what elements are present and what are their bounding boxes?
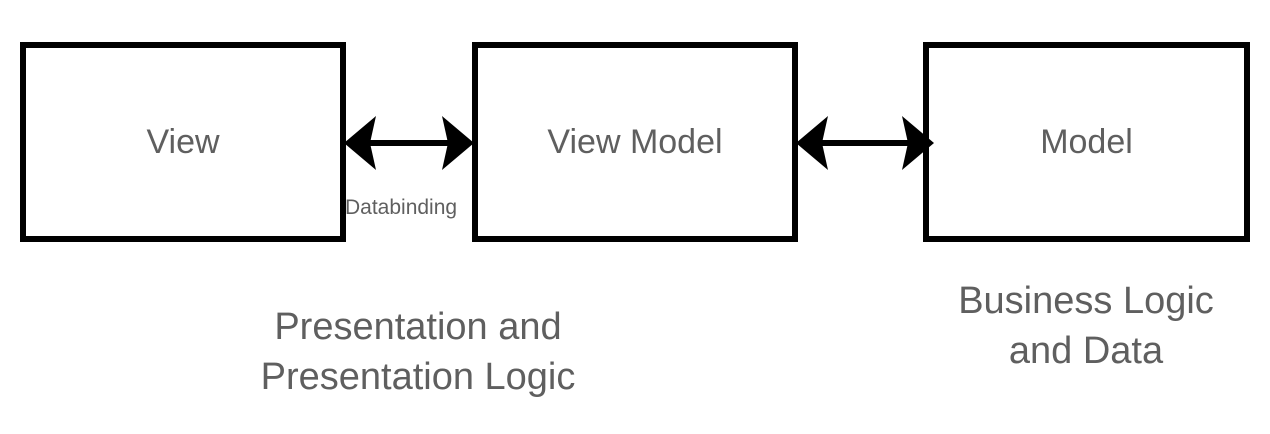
view-model-box-label: View Model bbox=[547, 122, 723, 161]
view-model-box: View Model bbox=[472, 42, 798, 242]
arrow-head-right bbox=[902, 116, 934, 170]
presentation-group-line-2: Presentation Logic bbox=[260, 356, 576, 398]
databinding-label: Databinding bbox=[345, 196, 458, 219]
viewmodel-model-double-arrow bbox=[796, 116, 934, 170]
view-viewmodel-double-arrow bbox=[344, 116, 474, 170]
business-group-line-1: Business Logic bbox=[958, 280, 1214, 322]
model-box-label: Model bbox=[1040, 122, 1133, 161]
business-group-line-2: and Data bbox=[1008, 330, 1164, 372]
arrow-head-left bbox=[796, 116, 828, 170]
business-group-label: Business Logic and Data bbox=[916, 276, 1256, 376]
arrow-head-left bbox=[344, 116, 376, 170]
model-box: Model bbox=[923, 42, 1250, 242]
view-box-label: View bbox=[146, 122, 220, 161]
view-box: View bbox=[20, 42, 346, 242]
presentation-group-line-1: Presentation and bbox=[274, 306, 562, 348]
arrow-head-right bbox=[442, 116, 474, 170]
presentation-group-label: Presentation and Presentation Logic bbox=[218, 302, 618, 402]
